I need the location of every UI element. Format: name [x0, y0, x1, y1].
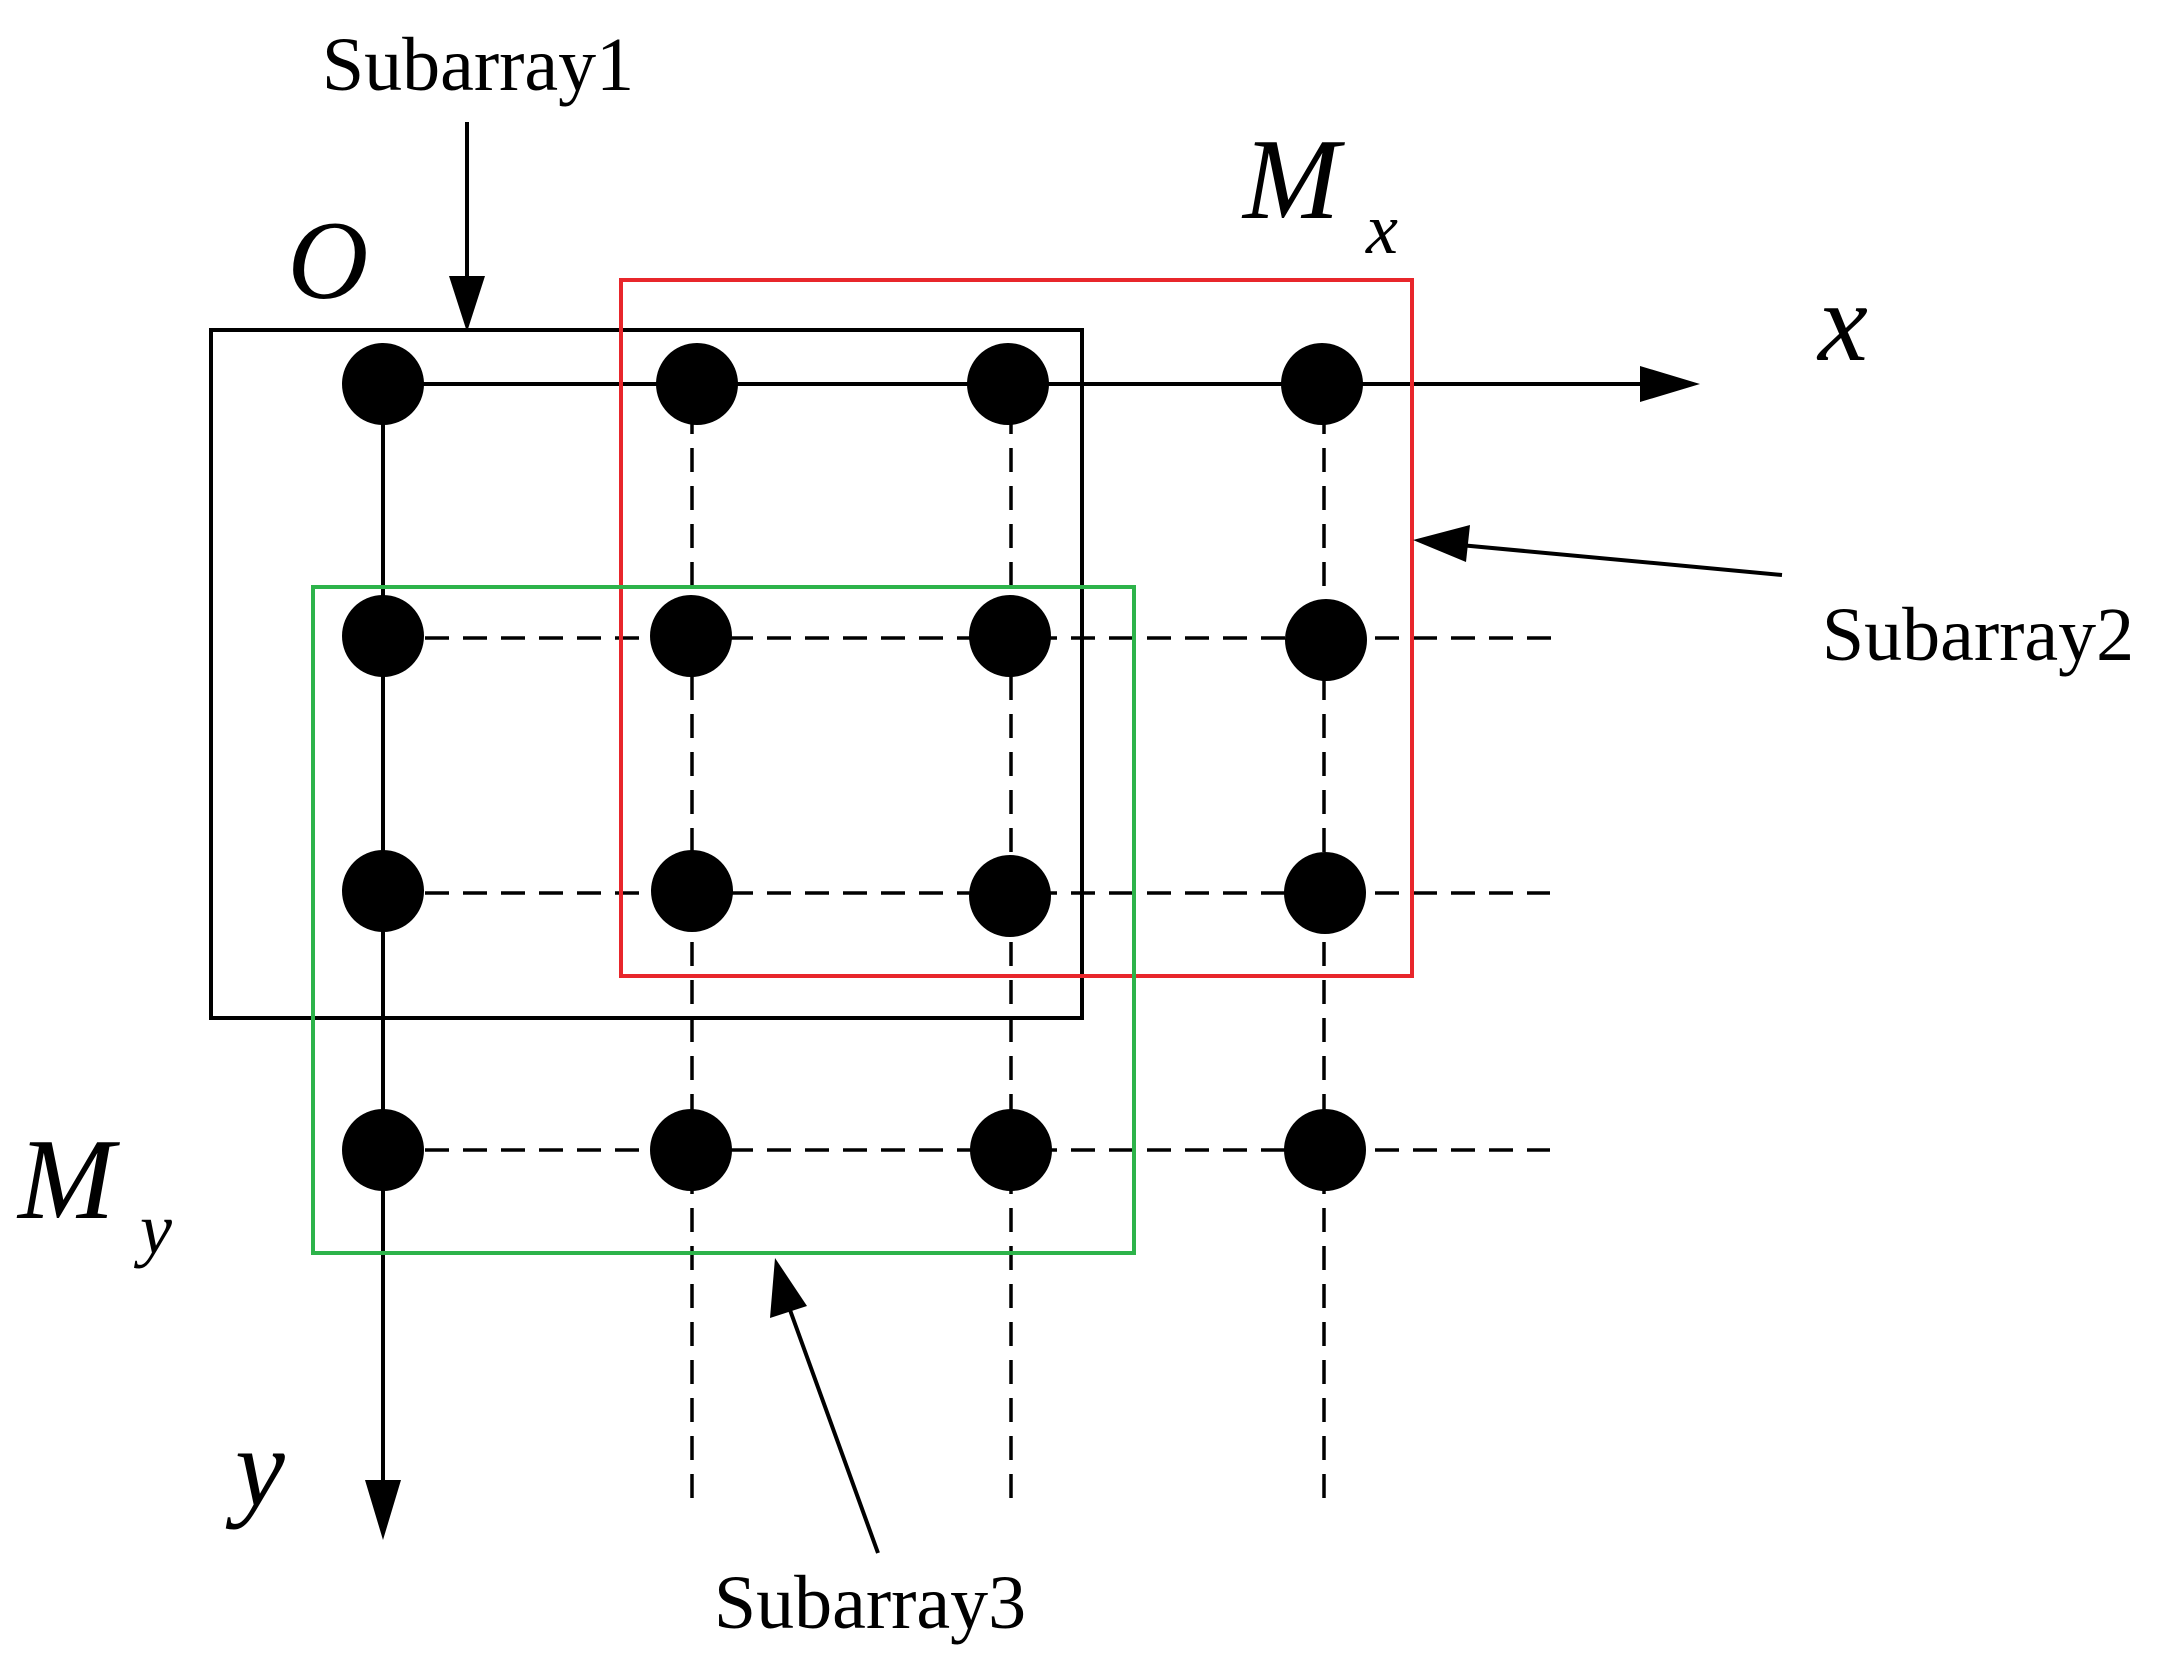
node-r2-c1 [342, 595, 424, 677]
pointer-arrows [449, 122, 1783, 1554]
array-nodes [342, 343, 1367, 1191]
node-r1-c1 [342, 343, 424, 425]
subarray1-pointer-head [449, 276, 485, 332]
subarray3-label: Subarray3 [714, 1561, 1026, 1645]
subarray3-pointer-line [788, 1309, 880, 1554]
node-r3-c4 [1284, 852, 1366, 934]
node-r3-c1 [342, 850, 424, 932]
node-r1-c3 [967, 343, 1049, 425]
node-r2-c3 [969, 595, 1051, 677]
vertical-dashed-lines [690, 410, 1326, 1510]
node-r4-c2 [650, 1109, 732, 1191]
y-axis-label: y [225, 1406, 285, 1530]
subarray2-label: Subarray2 [1822, 593, 2134, 677]
node-r1-c4 [1281, 343, 1363, 425]
node-r2-c2 [650, 595, 732, 677]
node-r4-c4 [1284, 1109, 1366, 1191]
my-label-main: M [16, 1116, 120, 1244]
mx-label-sub: x [1365, 189, 1398, 269]
node-r4-c3 [970, 1109, 1052, 1191]
subarray1-label: Subarray1 [322, 23, 634, 107]
subarray3-box [311, 585, 1136, 1255]
mx-label-main: M [1241, 116, 1345, 244]
node-r1-c2 [656, 343, 738, 425]
axes [365, 366, 1700, 1540]
x-axis-arrowhead [1640, 366, 1700, 402]
x-axis-label: x [1816, 261, 1868, 385]
node-r3-c2 [651, 850, 733, 932]
y-axis-arrowhead [365, 1480, 401, 1540]
node-r3-c3 [969, 855, 1051, 937]
subarray2-box [619, 278, 1414, 978]
subarray3-pointer-head [770, 1258, 807, 1318]
subarray2-pointer-line [1459, 543, 1783, 577]
node-r4-c1 [342, 1109, 424, 1191]
node-r2-c4 [1285, 599, 1367, 681]
subarray1-box [209, 328, 1084, 1020]
subarray2-pointer-head [1413, 525, 1470, 562]
origin-label: O [288, 199, 369, 323]
my-label-sub: y [133, 1189, 172, 1269]
